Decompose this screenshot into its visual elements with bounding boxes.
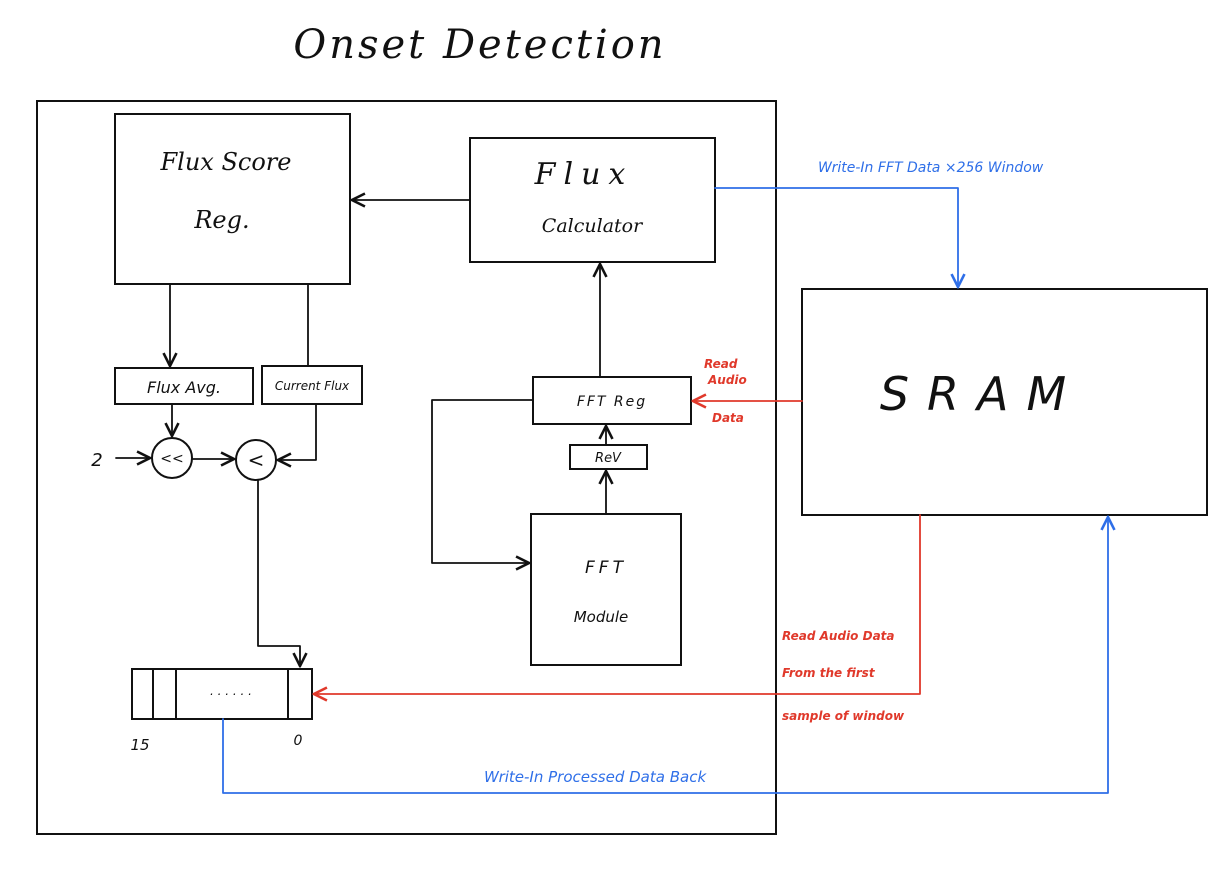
fft-module-label-line1: FFT bbox=[585, 558, 627, 578]
read-audio-annotation-line1: Read bbox=[704, 357, 738, 371]
buffer-lsb-label: 0 bbox=[294, 733, 303, 749]
current-flux-label: Current Flux bbox=[275, 379, 350, 393]
flux-score-reg-block bbox=[114, 113, 351, 285]
flux-calculator-label-line1: Flux bbox=[534, 157, 634, 192]
compare-operator bbox=[235, 439, 277, 481]
arrow-compare-to-buffer bbox=[257, 479, 300, 666]
flux-score-reg-label-line2: Reg. bbox=[193, 206, 249, 234]
shift-left-operator bbox=[151, 437, 193, 479]
read-first-sample-annotation-line1: Read Audio Data bbox=[782, 629, 895, 643]
write-fft-data-annotation: Write-In FFT Data ×256 Window bbox=[818, 160, 1044, 176]
fft-module-block bbox=[530, 513, 682, 666]
arrow-current-flux-to-compare bbox=[278, 403, 317, 460]
shift-left-operator-label: << bbox=[160, 451, 183, 467]
arrow-calculator-to-sram bbox=[714, 187, 958, 287]
fft-reg-label: FFT Reg bbox=[577, 394, 647, 410]
arrow-fft-reg-to-fft-module bbox=[431, 399, 534, 563]
sram-label: SRAM bbox=[880, 367, 1084, 421]
buffer-msb-label: 15 bbox=[130, 736, 149, 754]
read-audio-annotation-line3: Data bbox=[712, 411, 744, 425]
rev-block bbox=[569, 444, 648, 470]
read-first-sample-annotation-line2: From the first bbox=[782, 666, 876, 680]
read-audio-annotation-line2: Audio bbox=[707, 373, 747, 387]
flux-avg-block bbox=[114, 367, 254, 405]
buffer-dots: . . . . . . bbox=[210, 684, 252, 698]
arrow-sram-to-buffer bbox=[314, 514, 921, 694]
sram-block bbox=[801, 288, 1208, 516]
compare-operator-label: < bbox=[248, 448, 265, 472]
onset-detection-boundary bbox=[36, 100, 777, 835]
flux-score-reg-label-line1: Flux Score bbox=[160, 148, 292, 176]
read-first-sample-annotation-line3: sample of window bbox=[782, 709, 905, 723]
write-processed-annotation: Write-In Processed Data Back bbox=[484, 768, 707, 786]
shift-amount-label: 2 bbox=[91, 450, 102, 471]
arrow-buffer-to-sram bbox=[222, 517, 1108, 794]
flux-avg-label: Flux Avg. bbox=[147, 378, 221, 397]
current-flux-block bbox=[261, 365, 363, 405]
fft-module-label-line2: Module bbox=[574, 608, 629, 626]
onset-result-buffer bbox=[131, 668, 313, 720]
flux-calculator-label-line2: Calculator bbox=[542, 215, 644, 237]
rev-label: ReV bbox=[595, 451, 622, 466]
diagram-title: Onset Detection bbox=[293, 22, 666, 68]
